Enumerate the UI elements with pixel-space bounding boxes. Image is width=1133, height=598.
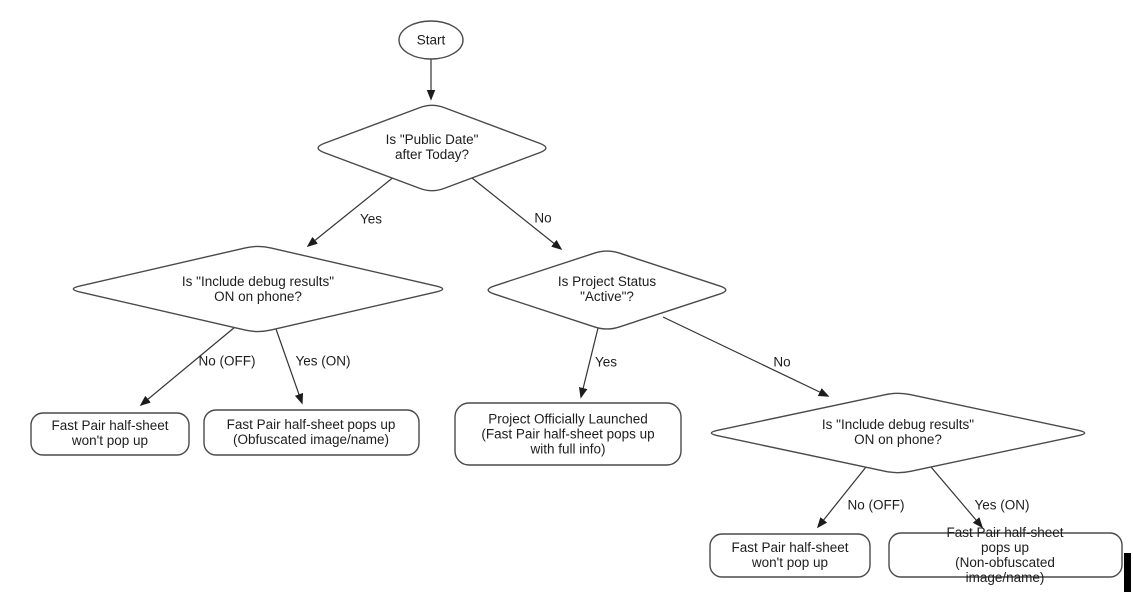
edge-debug-right-yes-on	[930, 466, 984, 529]
edge-project-status-yes	[579, 327, 599, 399]
edge-public-date-yes	[306, 175, 396, 248]
edge-label-debug-left-yes: Yes (ON)	[295, 353, 351, 369]
edge-label-debug-right-no: No (OFF)	[847, 497, 905, 513]
edge-label-public-date-yes: Yes	[359, 211, 383, 227]
decision-debug-right-shape	[710, 392, 1086, 474]
decision-public-date-shape	[317, 104, 547, 192]
edge-label-debug-right-yes: Yes (ON)	[974, 497, 1030, 513]
result-no-popup-right-shape	[709, 533, 871, 578]
result-obfuscated-shape	[203, 409, 420, 456]
edge-debug-left-yes-on	[275, 328, 304, 405]
decision-debug-right-label: Is "Include debug results" ON on phone?	[821, 417, 975, 447]
result-non-obfuscated-shape	[888, 532, 1123, 578]
result-non-obfuscated-label: Fast Pair half-sheet pops up (Non-obfusc…	[946, 525, 1064, 585]
result-no-popup-left-shape	[30, 412, 190, 456]
result-no-popup-left-label: Fast Pair half-sheet won't pop up	[51, 418, 169, 448]
result-no-popup-right-label: Fast Pair half-sheet won't pop up	[731, 540, 849, 570]
decision-public-date-label: Is "Public Date" after Today?	[385, 132, 479, 162]
edge-label-project-status-yes: Yes	[594, 354, 618, 370]
edge-public-date-no	[471, 177, 563, 251]
decision-project-status-label: Is Project Status "Active"?	[557, 274, 657, 304]
edge-project-status-no	[662, 316, 830, 397]
result-launched-label: Project Officially Launched (Fast Pair h…	[481, 411, 655, 457]
text-cursor-artifact	[1124, 553, 1131, 592]
edge-debug-left-no-off	[139, 326, 236, 407]
edge-label-debug-left-no: No (OFF)	[198, 353, 256, 369]
edge-label-public-date-no: No	[534, 210, 552, 226]
start-node-label: Start	[416, 32, 446, 48]
decision-debug-left-shape	[72, 245, 444, 333]
decision-project-status-shape	[487, 250, 727, 330]
result-obfuscated-label: Fast Pair half-sheet pops up (Obfuscated…	[226, 417, 396, 447]
result-launched-shape	[454, 402, 682, 466]
start-node-shape	[398, 20, 464, 60]
edge-label-project-status-no: No	[773, 354, 791, 370]
edge-debug-right-no-off	[816, 466, 867, 529]
decision-debug-left-label: Is "Include debug results" ON on phone?	[181, 274, 335, 304]
